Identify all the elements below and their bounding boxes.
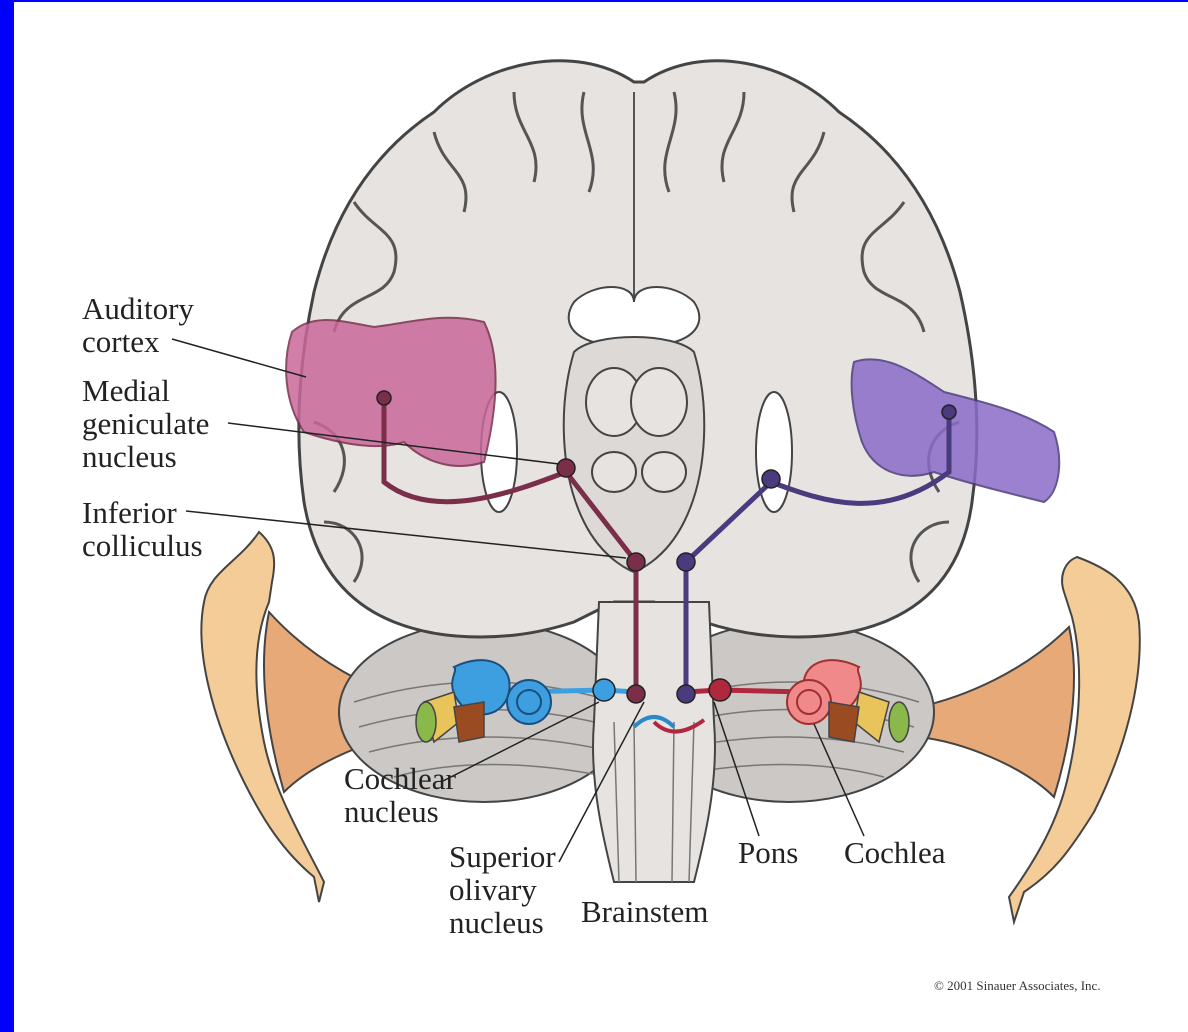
right-ear: [919, 557, 1140, 922]
brainstem-label: Brainstem: [581, 895, 708, 928]
left-superior-olive-node: [627, 685, 645, 703]
right-medial-geniculate-node: [762, 470, 780, 488]
right-cochlear-fiber: [686, 690, 804, 692]
left-inferior-colliculus-node: [627, 553, 645, 571]
left-cochlear-nucleus-node: [593, 679, 615, 701]
left-medial-geniculate-node: [557, 459, 575, 477]
pons-label: Pons: [738, 836, 798, 869]
cochlea-label: Cochlea: [844, 836, 946, 869]
right-cochlear-nucleus-node: [709, 679, 731, 701]
right-superior-olive-node: [677, 685, 695, 703]
brainstem: [593, 602, 715, 882]
copyright-notice: © 2001 Sinauer Associates, Inc.: [934, 978, 1101, 994]
right-inferior-colliculus-node: [677, 553, 695, 571]
